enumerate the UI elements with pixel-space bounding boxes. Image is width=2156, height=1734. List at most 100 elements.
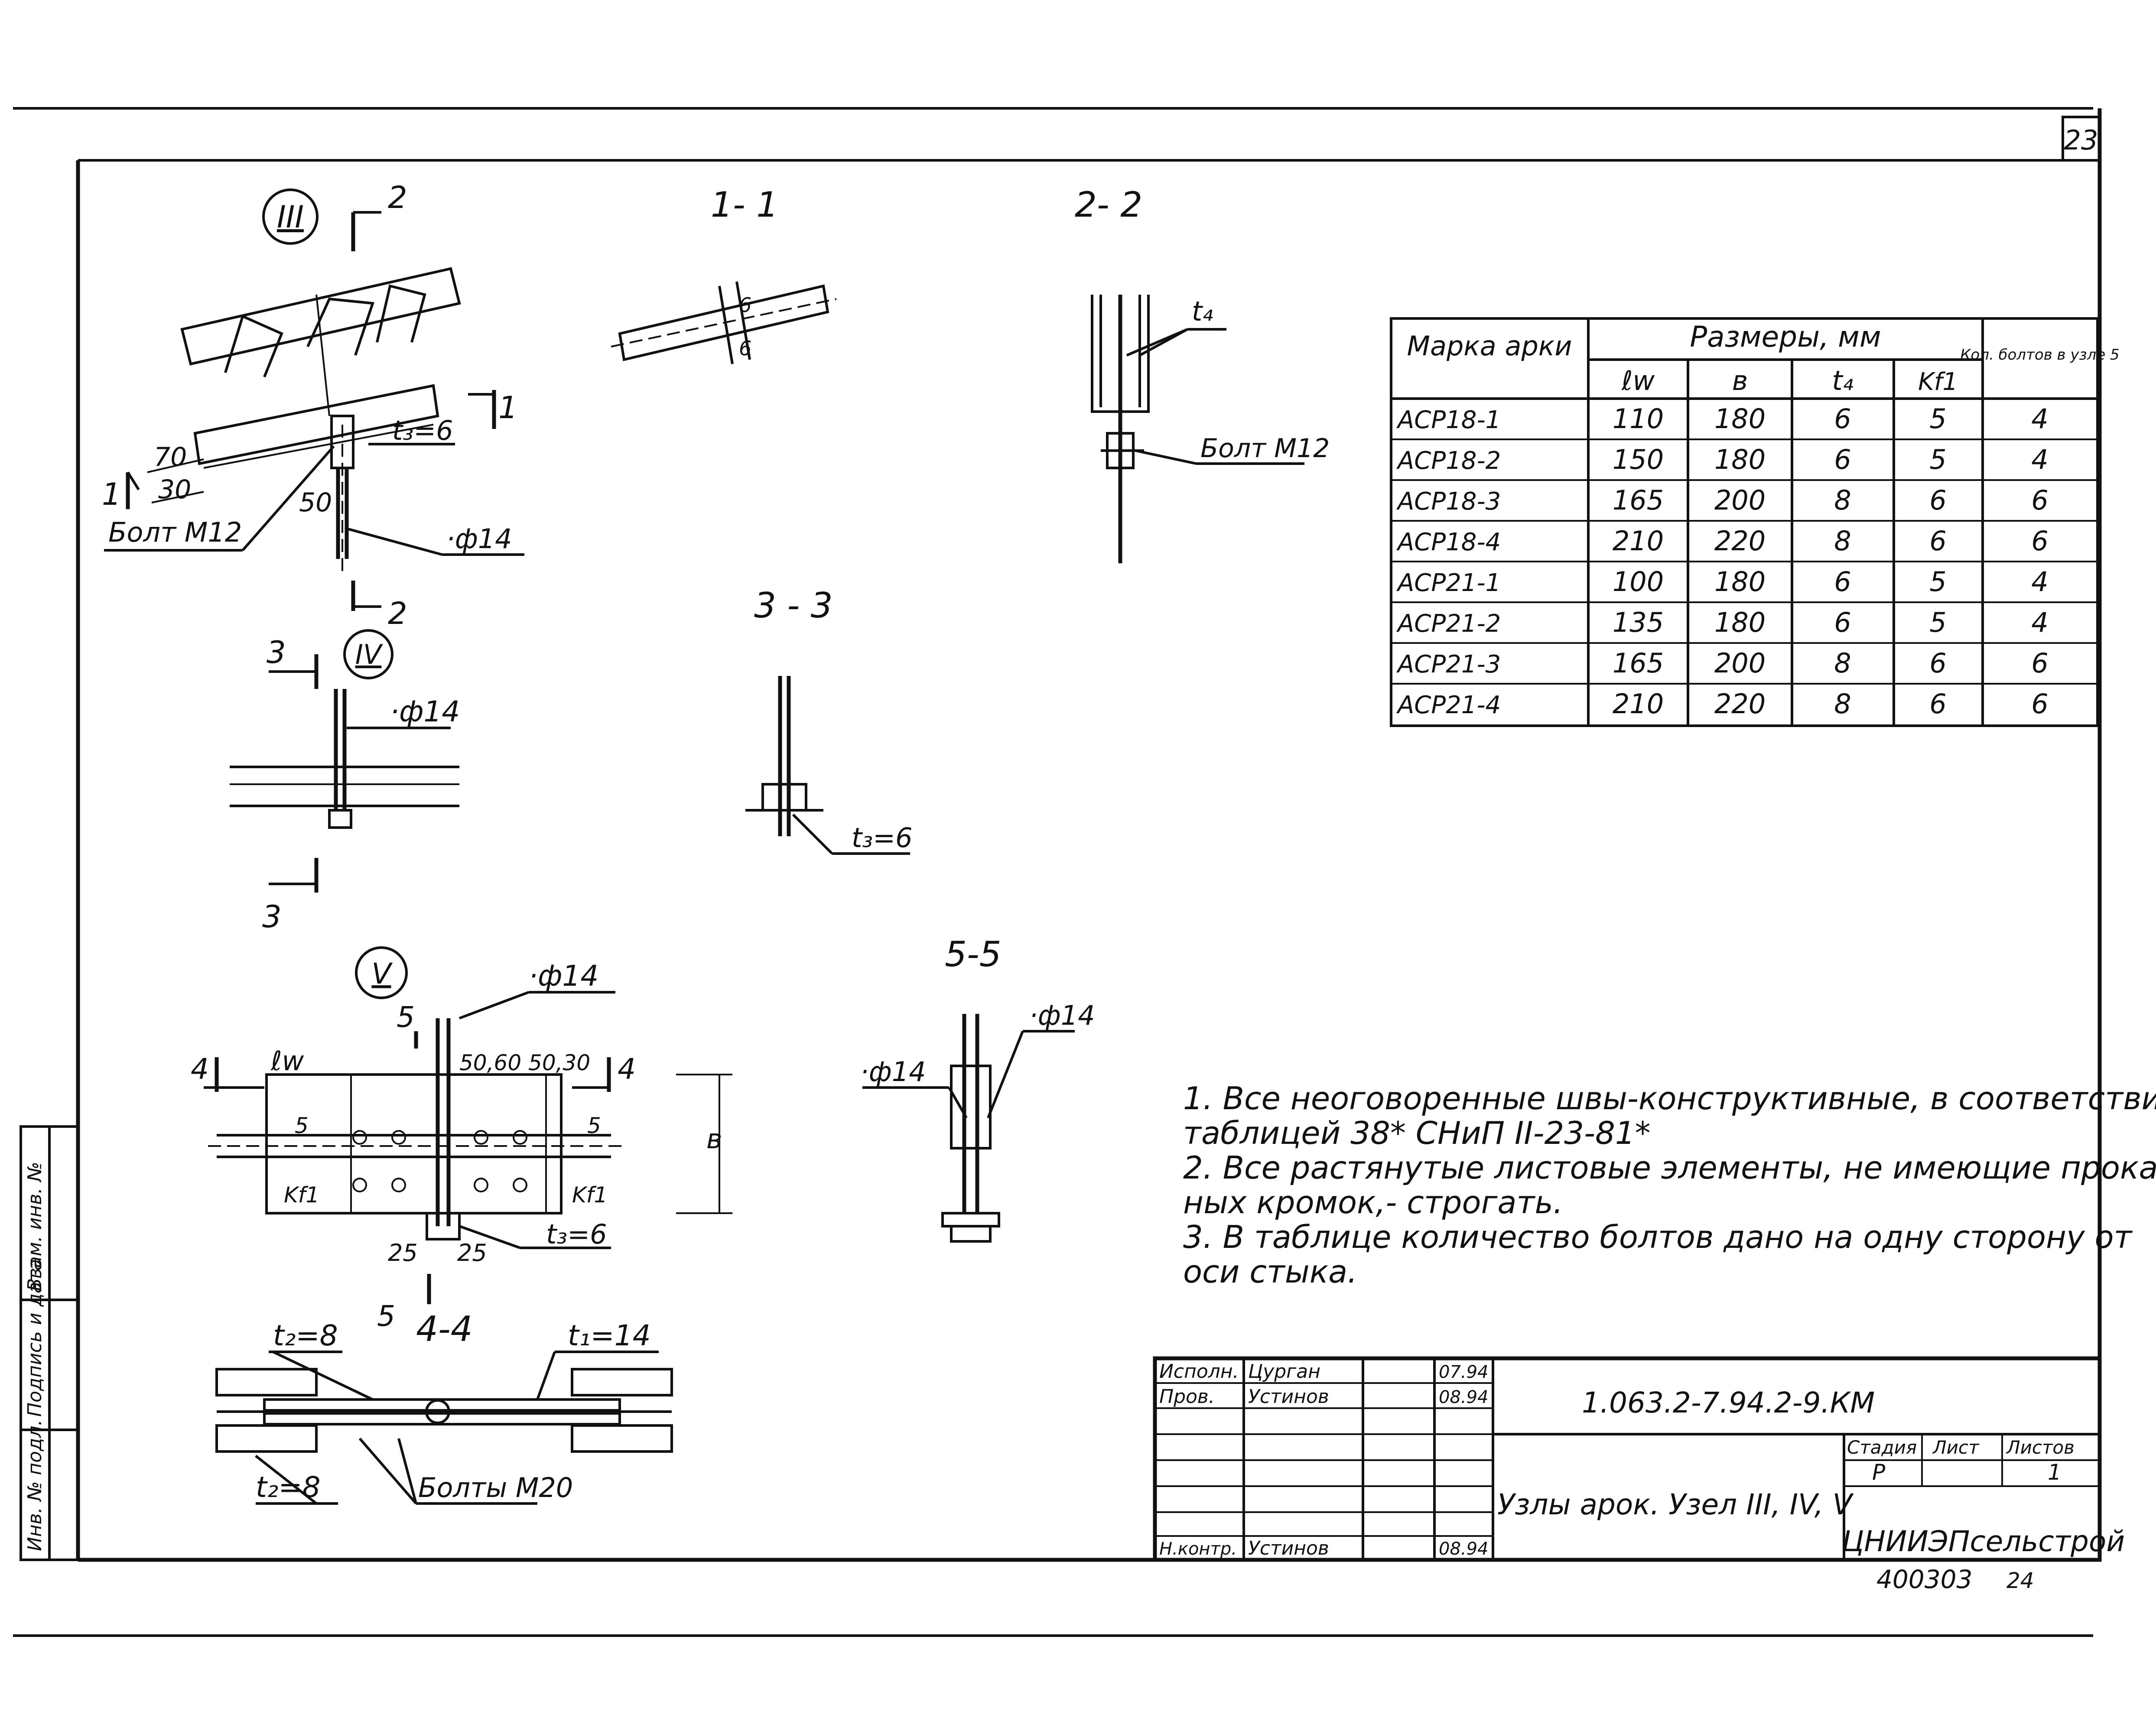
node-5-b: в [706,1123,722,1155]
node-4-section-bottom: 3 [262,899,282,935]
table-cell-bolts: 6 [2031,647,2048,679]
tb-name-2: Устинов [1248,1386,1329,1408]
section-1-1-weld-a: 6 [739,293,751,317]
tb-role-2: Пров. [1159,1386,1215,1408]
tb-stage-label: Стадия [1847,1437,1917,1458]
table-cell-b: 220 [1714,525,1766,557]
table-cell-lw: 100 [1613,566,1664,597]
table-cell-kf1: 5 [1929,566,1946,597]
section-4-4: 4-4 t₂=8 t₁=14 t₂=8 Болты М20 [215,1309,673,1505]
table-cell-bolts: 6 [2031,525,2048,557]
note-line-4: ных кромок,- строгать. [1183,1184,1563,1221]
section-1-1-weld-b: 6 [739,337,751,360]
node-3-section-left: 1 [102,477,121,512]
table-cell-bolts: 4 [2031,444,2048,475]
section-2-2: 2- 2 Болт М12 t₄ [1075,185,1330,563]
section-5-5-title: 5-5 [945,934,1002,974]
section-1-1-title: 1- 1 [711,185,778,225]
table-cell-mark: АСР18-2 [1396,447,1501,475]
node-3-section-bottom: 2 [388,596,407,631]
upper-chord [180,267,461,366]
table-cell-t4: 6 [1834,403,1851,435]
table-cell-lw: 210 [1613,525,1664,557]
node-5-dim-25-right: 25 [457,1239,487,1266]
node-3-hole: ·ф14 [446,523,512,555]
node-5-weld-right: 5 [587,1113,601,1138]
table-cell-t4: 8 [1834,484,1851,516]
table-cell-t4: 8 [1834,688,1851,720]
tb-stage: Р [1872,1460,1886,1485]
section-2-2-title: 2- 2 [1075,185,1142,225]
section-4-4-bolts: Болты М20 [418,1472,573,1503]
notes: 1. Все неоговоренные швы-конструктивные,… [1183,1080,2156,1290]
node-4-section-top: 3 [267,635,286,670]
node-5-kf1-left: Kf1 [284,1182,319,1208]
table-cell-b: 180 [1714,607,1766,638]
table-cell-kf1: 5 [1929,403,1946,435]
tb-org: ЦНИИЭПсельстрой [1842,1525,2125,1558]
stamp-label-inv: Инв. № подл. [24,1419,46,1551]
node-3-mark: III [277,199,304,235]
page-number: 23 [2064,124,2098,156]
tb-sheets: 1 [2048,1460,2062,1485]
table-header-t4: t₄ [1832,365,1853,396]
dim-70: 70 [154,442,187,472]
section-4-4-t2-top: t₂=8 [273,1319,338,1352]
table-header-mark: Марка арки [1407,330,1572,362]
table-cell-kf1: 6 [1929,688,1946,720]
node-5-dims-top: 50,60 50,30 [459,1050,590,1075]
table-cell-bolts: 4 [2031,566,2048,597]
node-4-mark: IV [355,639,384,670]
tb-date-3: 08.94 [1439,1539,1489,1559]
dimensions-table: Марка арки Размеры, мм ℓw в t₄ Kf1 Кол. … [1390,317,2120,727]
table-cell-bolts: 6 [2031,484,2048,516]
stamp-label-sign: Подпись и дата [24,1259,46,1417]
table-cell-lw: 150 [1613,444,1664,475]
node-mark-circle [262,188,319,245]
table-cell-b: 220 [1714,688,1766,720]
node-3-section-top: 2 [388,180,407,215]
section-5-5-hole-right: ·ф14 [1029,1000,1095,1031]
table-cell-bolts: 6 [2031,688,2048,720]
table-cell-mark: АСР21-1 [1396,569,1501,597]
table-cell-b: 200 [1714,647,1766,679]
node-5-section-top: 5 [397,1000,415,1034]
node-5-weld-left: 5 [295,1113,309,1138]
table-cell-lw: 135 [1613,607,1664,638]
section-5-5-hole-left: ·ф14 [860,1056,926,1088]
table-cell-b: 200 [1714,484,1766,516]
table-cell-lw: 165 [1613,484,1664,516]
node-5-view: V ·ф14 5 4 4 ℓw 50,60 50,30 5 5 Kf1 Kf1 [191,946,732,1333]
node-3-section-right: 1 [498,390,518,425]
section-3-3-title: 3 - 3 [754,585,833,626]
node-5-kf1-right: Kf1 [572,1182,608,1208]
section-4-4-t1: t₁=14 [568,1319,651,1352]
table-cell-kf1: 5 [1929,607,1946,638]
section-3-3-t3: t₃=6 [852,822,913,854]
table-cell-bolts: 4 [2031,607,2048,638]
section-1-1: 1- 1 6 6 [611,185,837,364]
tb-name-1: Цурган [1248,1361,1320,1383]
tb-date-1: 07.94 [1439,1362,1489,1382]
table-header-b: в [1732,365,1748,396]
table-cell-kf1: 6 [1929,484,1946,516]
node-5-section-right: 4 [618,1052,636,1086]
node-5-section-bottom: 5 [377,1299,395,1333]
section-1-1-plate [618,284,829,361]
table-cell-b: 180 [1714,403,1766,435]
table-cell-kf1: 6 [1929,647,1946,679]
table-cell-mark: АСР18-4 [1396,528,1501,556]
note-line-1: 1. Все неоговоренные швы-конструктивные,… [1183,1080,2156,1117]
tb-code: 1.063.2-7.94.2-9.КМ [1582,1386,1875,1419]
tb-date-2: 08.94 [1439,1387,1489,1407]
tb-role-1: Исполн. [1159,1361,1239,1383]
dim-30: 30 [158,474,191,505]
section-4-4-title: 4-4 [416,1309,473,1349]
node-5-t3: t₃=6 [546,1218,607,1250]
table-cell-mark: АСР21-3 [1396,650,1501,679]
table-cell-t4: 6 [1834,444,1851,475]
table-header-dims: Размеры, мм [1690,320,1881,354]
table-cell-t4: 6 [1834,566,1851,597]
table-header-bolts: Кол. болтов в узле 5 [1960,346,2119,364]
